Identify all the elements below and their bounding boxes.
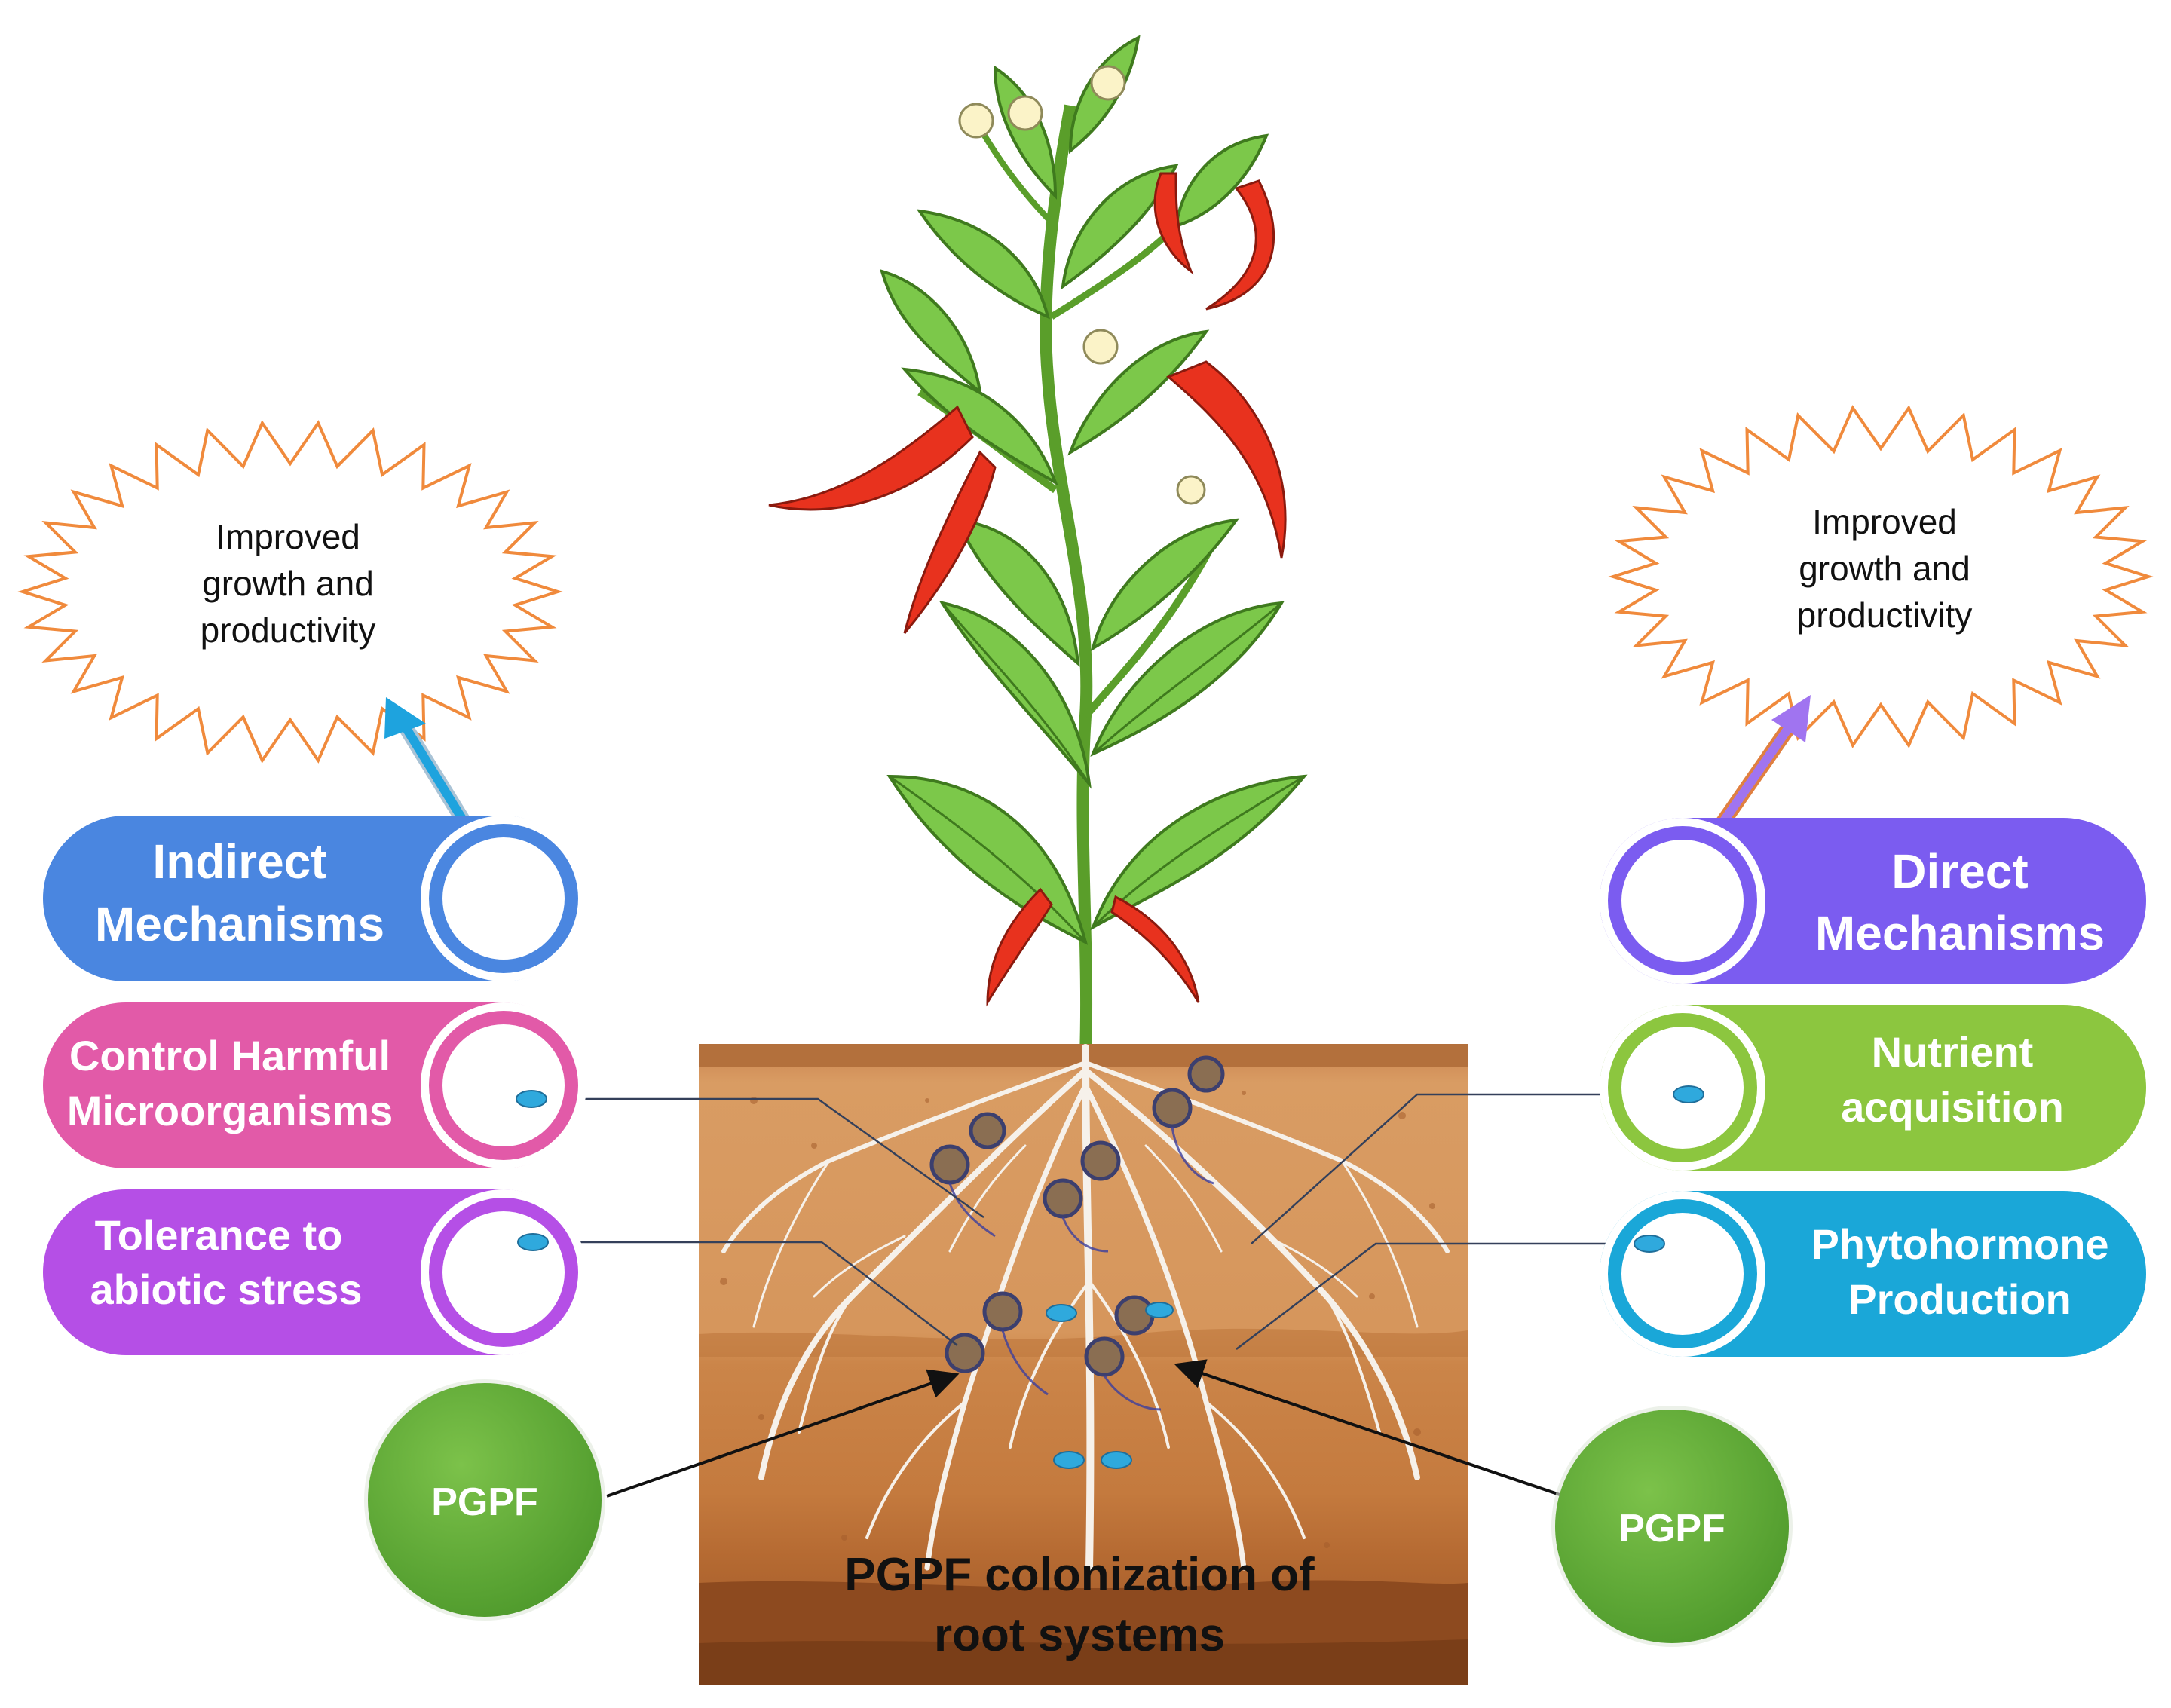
left-burst-shape: [17, 420, 563, 764]
pgpf-label-right: PGPF: [1618, 1507, 1725, 1550]
tolerance-label-1: Tolerance to: [95, 1211, 343, 1259]
nutrient-acquisition-pill: Nutrient acquisition: [1600, 1005, 2146, 1171]
nutrient-label-1: Nutrient: [1872, 1028, 2034, 1076]
indirect-label-2: Mechanisms: [95, 897, 384, 951]
microbe-cells: [1046, 1302, 1174, 1469]
left-burst-line-2: growth and: [202, 564, 374, 603]
direct-label-2: Mechanisms: [1815, 906, 2105, 960]
root-system: [721, 1044, 1450, 1572]
left-burst-text: Improved growth and productivity: [201, 517, 376, 650]
pgpf-label-left: PGPF: [431, 1480, 538, 1524]
control-label-1: Control Harmful: [69, 1032, 390, 1079]
pgpf-arrows: [606, 1359, 1565, 1498]
tolerance-label-2: abiotic stress: [90, 1266, 362, 1313]
right-burst-line-3: productivity: [1797, 595, 1973, 635]
soil-caption: PGPF colonization of root systems: [844, 1549, 1315, 1661]
direct-label-1: Direct: [1891, 844, 2028, 898]
phytohormone-pill: Phytohormone Production: [1600, 1191, 2146, 1357]
tolerance-pill: Tolerance to abiotic stress: [43, 1189, 586, 1355]
pgpf-circle-left: PGPF: [364, 1379, 605, 1621]
direct-mechanisms-pill: Direct Mechanisms: [1600, 818, 2146, 984]
chili-plant-illustration: [768, 35, 1308, 1056]
control-harmful-pill: Control Harmful Microorganisms: [43, 1002, 586, 1168]
right-burst-shape: [1608, 405, 2154, 748]
pgpf-circle-right: PGPF: [1551, 1406, 1793, 1647]
fungal-spores: [929, 1055, 1225, 1377]
right-burst-line-1: Improved: [1812, 502, 1957, 541]
soil-caption-line-2: root systems: [934, 1609, 1225, 1661]
connector-lines: [547, 1093, 1666, 1350]
left-burst-line-1: Improved: [216, 517, 360, 556]
soil-caption-line-1: PGPF colonization of: [844, 1549, 1315, 1601]
nutrient-label-2: acquisition: [1841, 1083, 2064, 1131]
phytohormone-label-1: Phytohormone: [1811, 1220, 2108, 1268]
phytohormone-label-2: Production: [1848, 1275, 2071, 1323]
right-burst-line-2: growth and: [1799, 549, 1970, 588]
right-burst-text: Improved growth and productivity: [1797, 502, 1973, 635]
control-label-2: Microorganisms: [67, 1087, 393, 1134]
indirect-label-1: Indirect: [152, 834, 326, 889]
indirect-mechanisms-pill: Indirect Mechanisms: [43, 816, 586, 981]
left-burst-line-3: productivity: [201, 611, 376, 650]
